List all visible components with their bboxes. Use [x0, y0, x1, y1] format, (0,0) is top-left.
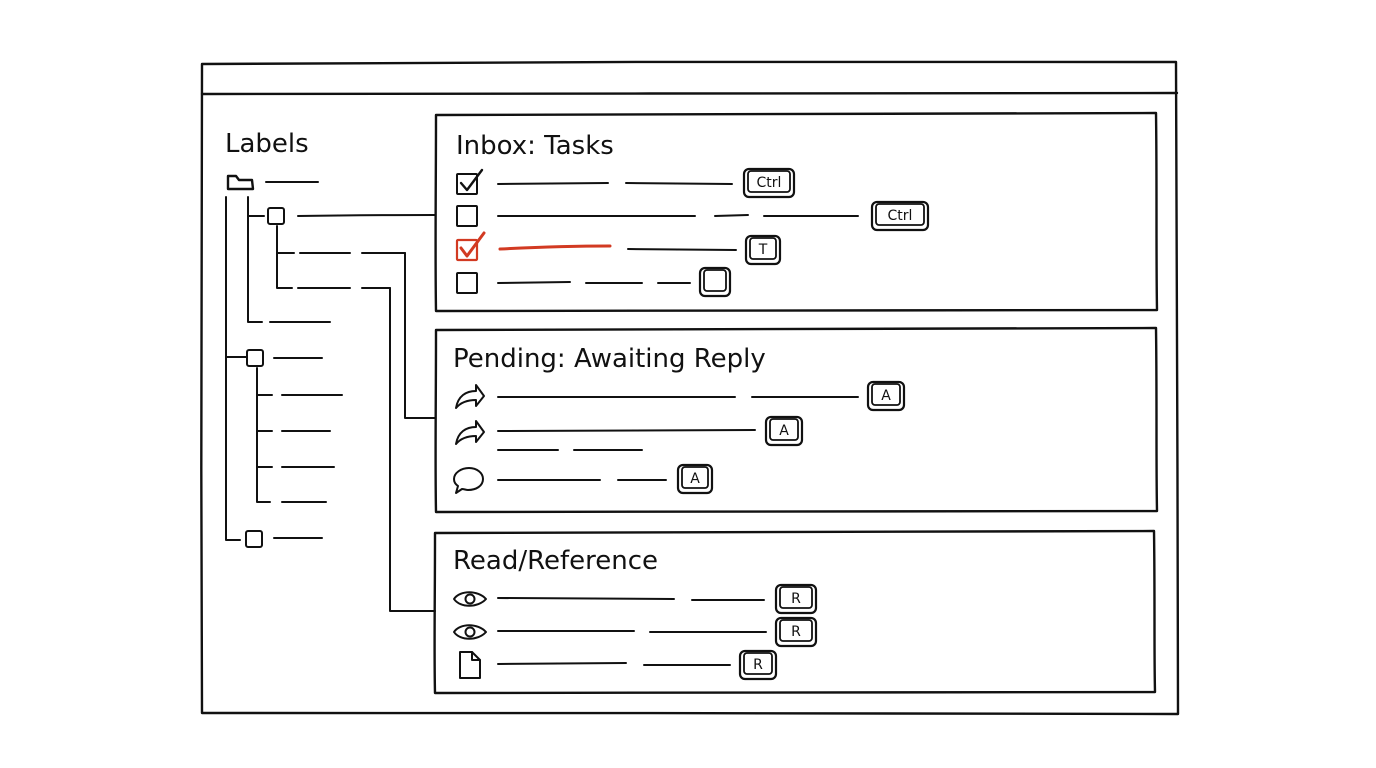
window-frame: [200, 60, 1180, 716]
speech-bubble-icon[interactable]: [453, 467, 484, 494]
document-icon[interactable]: [459, 651, 481, 679]
shortcut-key-label: Ctrl: [757, 175, 782, 191]
tree-connector: [276, 225, 293, 289]
item-text-placeholder: [498, 244, 612, 251]
tree-node-icon[interactable]: [246, 349, 264, 367]
shortcut-key-label: A: [690, 471, 700, 487]
tree-connector: [247, 196, 263, 323]
keyboard-key: Ctrl: [742, 167, 796, 199]
eye-icon[interactable]: [453, 624, 487, 640]
keyboard-key: R: [774, 583, 818, 615]
tree-node-icon[interactable]: [267, 207, 285, 225]
forward-arrow-icon[interactable]: [455, 384, 485, 409]
empty-box-icon[interactable]: [456, 205, 478, 227]
panel-inbox-tasks: Inbox: Tasks Ctrl Ctrl: [434, 111, 1159, 313]
connector-to-inbox: [297, 214, 436, 217]
panel-pending-awaiting-reply: Pending: Awaiting Reply A A: [434, 326, 1159, 514]
tree-node-icon[interactable]: [245, 530, 263, 548]
empty-box-icon[interactable]: [456, 272, 478, 294]
keyboard-key: Ctrl: [870, 200, 930, 232]
panel-title: Pending: Awaiting Reply: [453, 344, 766, 374]
tree-connector: [256, 394, 273, 468]
connector-to-reference: [389, 287, 436, 612]
item-text-placeholder: [497, 630, 767, 633]
item-text-placeholder: [627, 248, 737, 251]
shortcut-key-label: A: [779, 423, 789, 439]
shortcut-key-label: R: [753, 657, 763, 673]
window-title-bar-divider: [200, 91, 1179, 96]
keyboard-key: [698, 266, 732, 298]
item-text-placeholder: [497, 182, 733, 185]
keyboard-key: A: [866, 380, 906, 412]
keyboard-key: R: [738, 649, 778, 681]
checked-box-icon[interactable]: [455, 231, 486, 262]
shortcut-key-label: Ctrl: [888, 208, 913, 224]
tree-connector: [225, 196, 241, 541]
shortcut-key-label: A: [881, 388, 891, 404]
panel-title: Inbox: Tasks: [456, 131, 614, 161]
keyboard-key: T: [744, 234, 782, 266]
folder-icon[interactable]: [226, 174, 255, 191]
shortcut-key-label: R: [791, 591, 801, 607]
keyboard-key: A: [764, 415, 804, 447]
item-text-placeholder: [497, 597, 765, 601]
sidebar: Labels: [225, 129, 436, 612]
panel-read-reference: Read/Reference R R: [433, 529, 1157, 695]
tree-connector: [256, 367, 271, 503]
item-text-placeholder: [497, 214, 859, 217]
item-text-placeholder: [497, 429, 756, 432]
item-text-placeholder: [497, 662, 731, 666]
shortcut-key-label: T: [758, 242, 768, 258]
keyboard-key: R: [774, 616, 818, 648]
item-text-placeholder: [497, 281, 691, 284]
connector-to-pending: [404, 252, 436, 419]
forward-arrow-icon[interactable]: [455, 420, 485, 445]
eye-icon[interactable]: [453, 591, 487, 607]
checked-box-icon[interactable]: [456, 168, 484, 195]
keyboard-key: A: [676, 463, 714, 495]
shortcut-key-label: R: [791, 624, 801, 640]
panel-title: Read/Reference: [453, 546, 658, 576]
sidebar-title: Labels: [225, 129, 309, 159]
